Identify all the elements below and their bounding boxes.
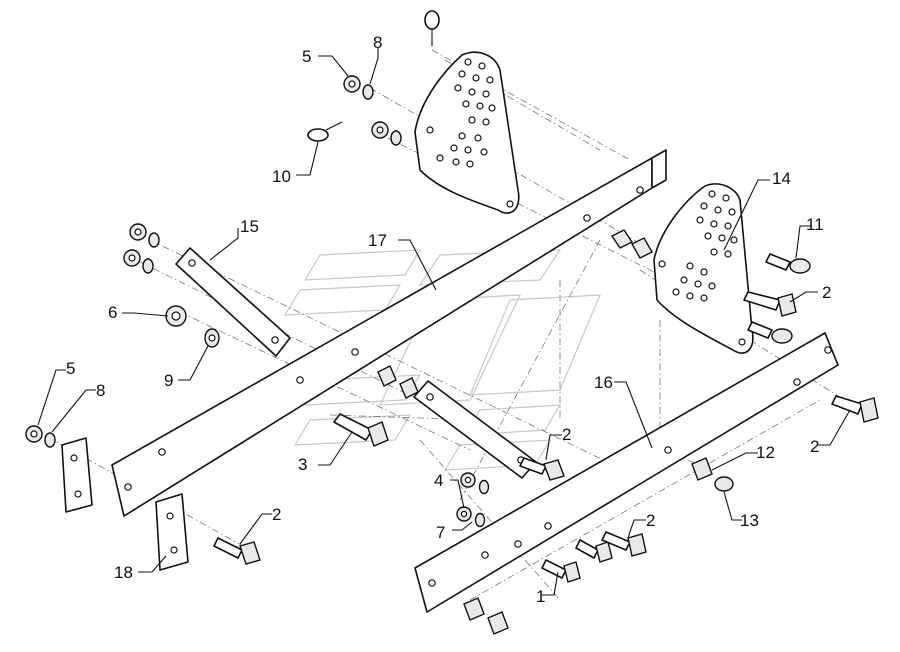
bracket-top-holes — [426, 58, 514, 208]
hardware-nuts-washers — [25, 75, 490, 528]
callout-2-center: 2 — [562, 425, 571, 444]
callout-5-top: 5 — [302, 47, 311, 66]
small-plate-part-18-lower — [155, 493, 189, 571]
bracket-plate-right-part-14 — [653, 183, 754, 354]
bolt-part-11-upper — [765, 253, 811, 274]
strap-plate-part-15 — [175, 247, 291, 357]
callout-17: 17 — [368, 231, 387, 250]
callout-labels: 5 8 10 15 17 14 11 2 6 9 5 8 16 3 2 12 2… — [66, 33, 831, 606]
pin-part-10 — [307, 121, 343, 142]
bolt-part-2-center — [519, 457, 565, 481]
bolt-part-2-right-lower — [575, 539, 613, 563]
callout-13: 13 — [740, 511, 759, 530]
callout-8-left: 8 — [96, 381, 105, 400]
bracket-plate-top — [414, 51, 520, 214]
callout-3: 3 — [298, 455, 307, 474]
callout-16: 16 — [594, 373, 613, 392]
bolt-part-1 — [541, 559, 581, 583]
bolt-part-11-lower — [747, 321, 793, 344]
callout-7: 7 — [436, 523, 445, 542]
bolt-part-2-upper-right — [743, 291, 797, 317]
beam-part-17 — [111, 149, 667, 517]
callout-2-right: 2 — [810, 437, 819, 456]
callout-8-top: 8 — [373, 33, 382, 52]
callout-14: 14 — [772, 169, 791, 188]
callout-2-upper-right: 2 — [822, 283, 831, 302]
callout-1: 1 — [536, 587, 545, 606]
callout-6: 6 — [108, 303, 117, 322]
callout-9: 9 — [164, 371, 173, 390]
bolt-part-2-right-mid — [601, 531, 647, 557]
bolt-part-2-lower — [213, 537, 261, 565]
leader-lines — [37, 48, 851, 596]
callout-2-lower-left: 2 — [272, 505, 281, 524]
callout-18: 18 — [114, 563, 133, 582]
bolt-part-2-far-right — [831, 395, 879, 423]
callout-11: 11 — [806, 215, 824, 234]
callout-2-lower-right: 2 — [646, 511, 655, 530]
small-plate-part-18-upper — [61, 437, 93, 513]
beam-part-16 — [414, 332, 839, 613]
bolts — [213, 253, 879, 583]
strap-plate-lower — [413, 380, 537, 479]
pin-top — [424, 10, 440, 46]
bolt-part-3 — [333, 413, 389, 447]
spacer-bushings — [377, 229, 734, 635]
callout-10: 10 — [272, 167, 291, 186]
callout-15: 15 — [240, 217, 259, 236]
callout-5-left: 5 — [66, 359, 75, 378]
bracket-right-holes — [658, 190, 746, 346]
callout-4: 4 — [434, 471, 443, 490]
callout-12: 12 — [756, 443, 775, 462]
